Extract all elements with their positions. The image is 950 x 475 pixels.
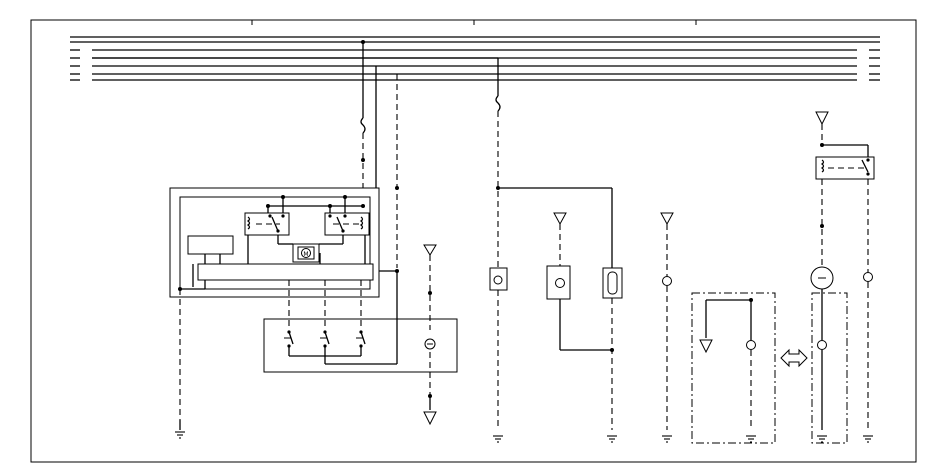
panel-indicator bbox=[424, 255, 436, 410]
motor-symbol-m: M bbox=[303, 251, 308, 258]
control-unit bbox=[169, 187, 380, 298]
ground-lamp-4 bbox=[662, 435, 672, 443]
feed-wire-center bbox=[361, 40, 365, 190]
switch-2 bbox=[320, 330, 330, 348]
right-supply bbox=[815, 111, 869, 157]
fuse-box-dashed bbox=[691, 292, 776, 444]
connector-block bbox=[187, 235, 234, 255]
relay-left bbox=[244, 195, 290, 236]
diagram-frame bbox=[30, 19, 917, 463]
feed-wire-498 bbox=[92, 57, 613, 268]
lamp-4 bbox=[660, 212, 674, 430]
double-arrow bbox=[780, 348, 808, 368]
supply-arrow-panel bbox=[423, 244, 437, 256]
supply-arrow-panel-bottom bbox=[423, 411, 437, 426]
power-bus bbox=[70, 36, 880, 81]
relay-right bbox=[268, 195, 370, 236]
ground-left bbox=[175, 431, 185, 439]
right-device bbox=[810, 179, 848, 444]
relay-right-upper bbox=[815, 156, 875, 180]
relay-output-wires bbox=[247, 235, 366, 264]
switch-3 bbox=[356, 330, 366, 348]
motor: M bbox=[292, 243, 320, 263]
fuse-center bbox=[360, 117, 366, 134]
lamp-3 bbox=[602, 267, 623, 430]
ground-lamp-1 bbox=[493, 435, 503, 443]
ground-lamp-3 bbox=[607, 435, 617, 443]
switch-1 bbox=[284, 330, 294, 348]
terminal-bar bbox=[197, 263, 374, 281]
lamp-1 bbox=[489, 267, 508, 430]
frame-ticks bbox=[251, 20, 697, 25]
right-lamp bbox=[863, 179, 873, 443]
lamp-2 bbox=[546, 212, 614, 352]
